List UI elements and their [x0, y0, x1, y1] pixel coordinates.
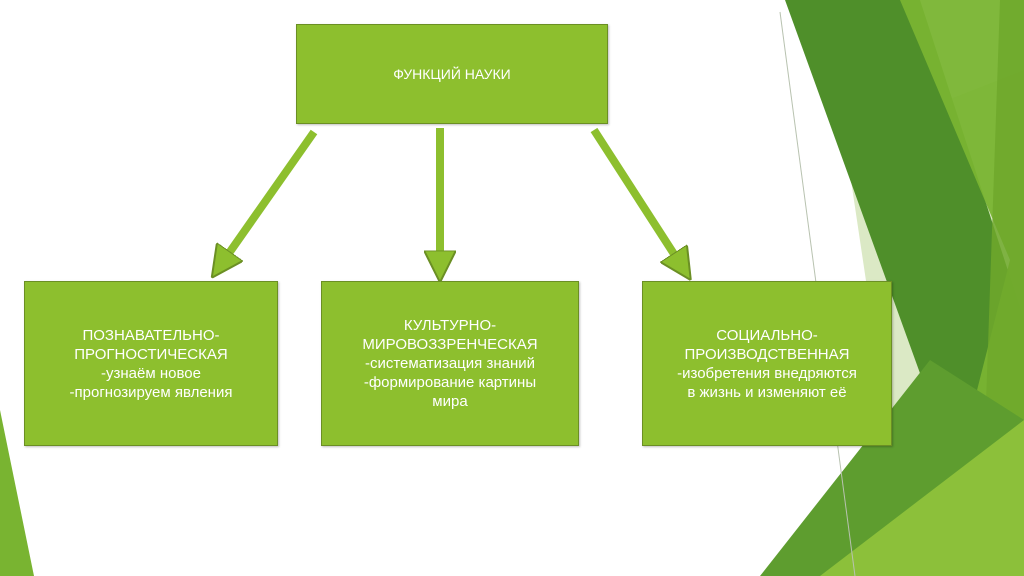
root-node: ФУНКЦИЙ НАУКИ	[296, 24, 608, 124]
left-decor-strip	[0, 410, 34, 576]
right-dark-band	[785, 0, 1024, 470]
child-node-cultural: КУЛЬТУРНО- МИРОВОЗЗРЕНЧЕСКАЯ -систематиз…	[321, 281, 579, 446]
child-node-social: СОЦИАЛЬНО- ПРОИЗВОДСТВЕННАЯ -изобретения…	[642, 281, 892, 446]
bottom-light-shape	[820, 420, 1024, 576]
child-node-cognitive: ПОЗНАВАТЕЛЬНО- ПРОГНОСТИЧЕСКАЯ -узнаём н…	[24, 281, 278, 446]
